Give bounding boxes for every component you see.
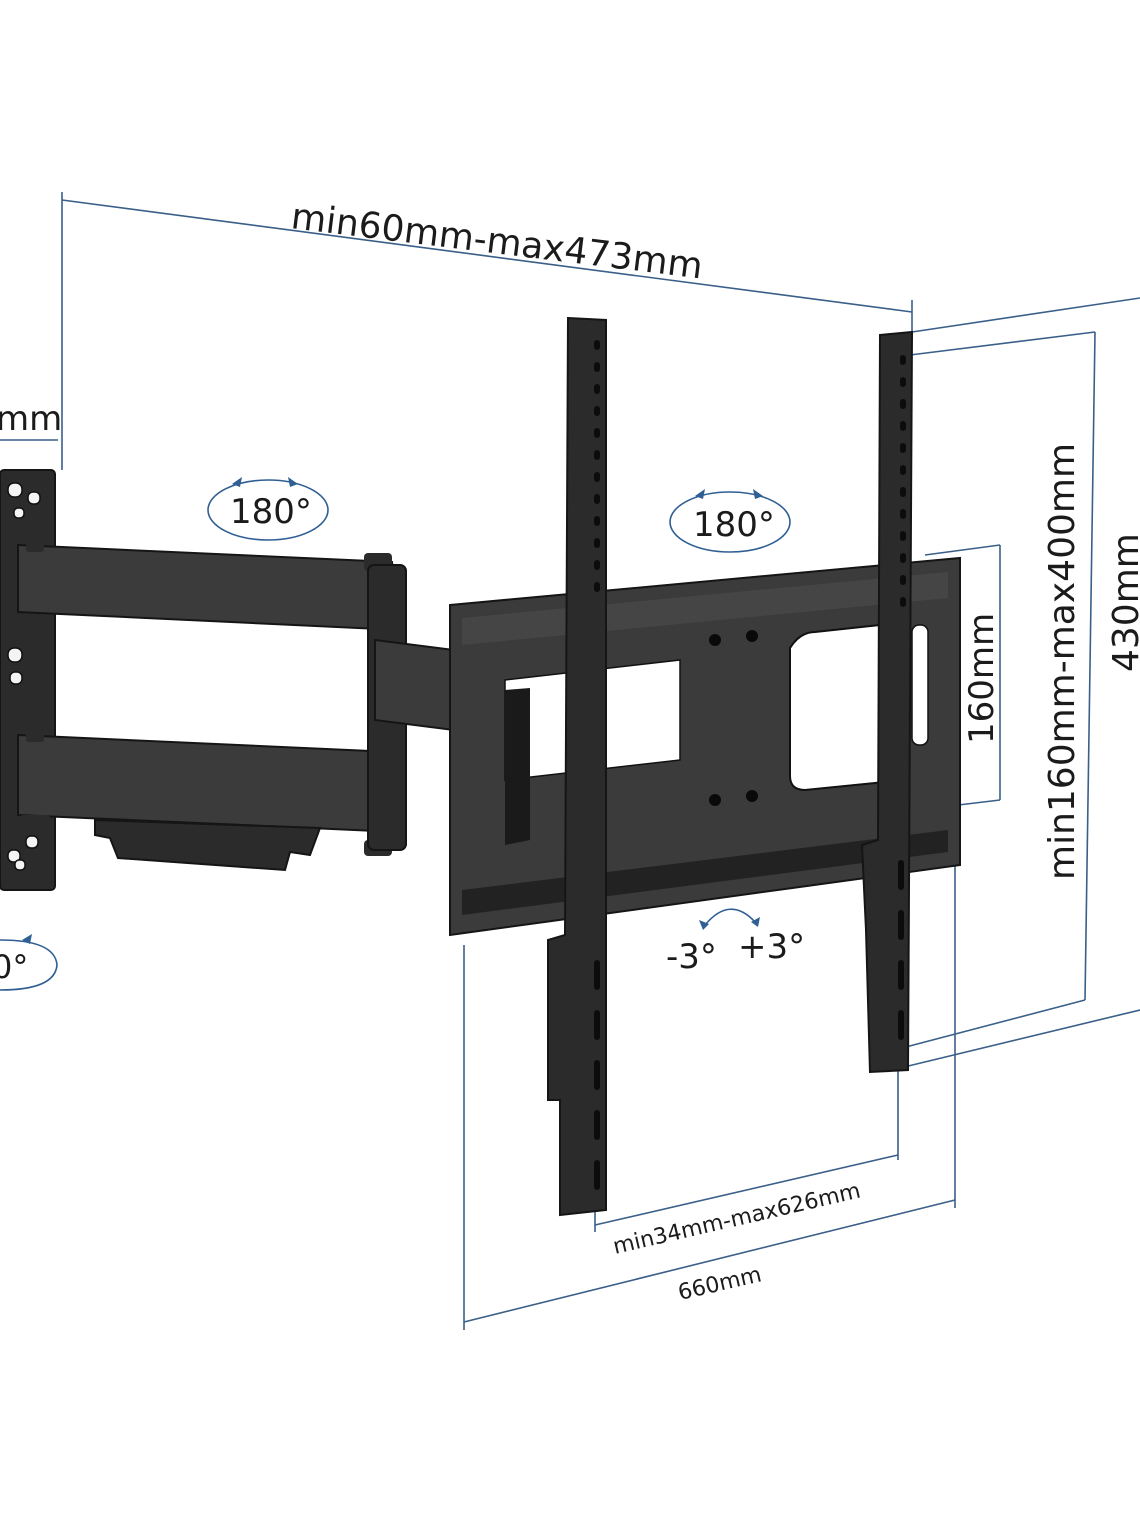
rail-hole — [594, 406, 600, 416]
rail-hole — [900, 553, 906, 563]
tilt-minus-label: -3° — [666, 937, 717, 977]
rail-hole — [900, 575, 906, 585]
rail-hole — [594, 362, 600, 372]
rail-hole — [900, 399, 906, 409]
rail-hole — [594, 428, 600, 438]
rail-hole — [900, 443, 906, 453]
tilt-plus-label: +3° — [738, 927, 805, 967]
rail-hole — [594, 960, 600, 990]
rail-hole — [900, 465, 906, 475]
rail-hole — [594, 450, 600, 460]
rail-hole — [900, 597, 906, 607]
arm-swivel-label: 180° — [230, 492, 312, 532]
rail-hole — [900, 421, 906, 431]
rail-hole — [594, 516, 600, 526]
rail-hole — [594, 1060, 600, 1090]
head-swivel-label: 180° — [693, 505, 775, 545]
rail-hole — [898, 1010, 904, 1040]
rail-hole — [594, 472, 600, 482]
rail-hole — [900, 355, 906, 365]
rail-hole — [594, 560, 600, 570]
plate-height-label: 160mm — [962, 613, 1002, 744]
rail-hole — [594, 538, 600, 548]
rail-hole — [594, 1110, 600, 1140]
total-height-label: 430mm — [1106, 533, 1140, 672]
rail-hole — [900, 531, 906, 541]
left-partial-label: mm — [0, 399, 62, 439]
rail-hole — [594, 384, 600, 394]
rail-hole — [594, 1160, 600, 1190]
horizontal-hole-span-label: min34mm-max626mm — [611, 1179, 863, 1260]
rail-hole — [594, 494, 600, 504]
rail-hole — [900, 487, 906, 497]
rail-hole — [898, 860, 904, 890]
arm-extension-label: min60mm-max473mm — [289, 196, 705, 287]
rail-hole — [594, 582, 600, 592]
right-rail-slots — [898, 355, 906, 1040]
rail-hole — [900, 509, 906, 519]
rotation-indicators — [0, 477, 791, 991]
left-rail-slots — [594, 340, 600, 1190]
vertical-hole-span-label: min160mm-max400mm — [1042, 443, 1083, 880]
rail-hole — [900, 377, 906, 387]
rail-hole — [898, 910, 904, 940]
rail-hole — [594, 1010, 600, 1040]
wall-swivel-partial-label: 0° — [0, 948, 28, 986]
vertical-rails — [547, 316, 914, 1217]
total-width-label: 660mm — [676, 1262, 764, 1305]
rail-hole — [594, 340, 600, 350]
rail-hole — [898, 960, 904, 990]
